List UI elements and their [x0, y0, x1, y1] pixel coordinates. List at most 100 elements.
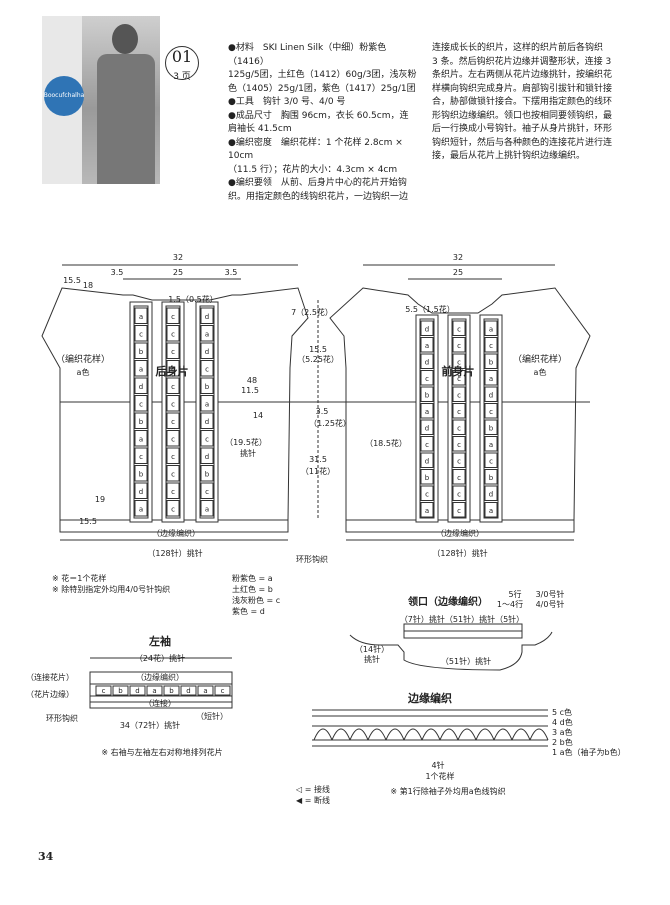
motif-cell: [420, 370, 434, 386]
neck-3-0: 3/0号针: [536, 589, 565, 599]
sleeve-cell: [180, 685, 197, 696]
motif-cell: [484, 337, 498, 353]
back-panel-outline: [41, 287, 309, 521]
back-hem-stitches: （128针）挑针: [147, 548, 202, 558]
motif-letter: a: [489, 375, 493, 383]
neck-right-1-4: 1～4行: [497, 599, 523, 609]
motif-cell: [166, 447, 180, 464]
motif-cell: [200, 342, 214, 359]
motif-cell: [200, 307, 214, 324]
motif-cell: [200, 447, 214, 464]
motif-cell: [452, 485, 466, 501]
edging-arc: [493, 728, 513, 741]
sleeve-connect-mid: （连接）: [144, 698, 176, 708]
motif-letter: c: [171, 365, 175, 373]
spec-line: ●工具 钩针 3/0 号、4/0 号: [228, 97, 346, 107]
spec-line: （11.5 行）；花片的大小：4.3cm × 4cm: [228, 164, 398, 175]
motif-letter: b: [489, 358, 494, 366]
spec-line: 条织片。左右两侧从花片边缘挑针，按编织花: [432, 70, 613, 80]
edging-arc: [313, 728, 333, 741]
spec-line: 125g/5团，土红色（1412）60g/3团，浅灰粉: [228, 70, 417, 80]
neck-left-14: （14针）: [355, 644, 389, 654]
motif-cell: [420, 337, 434, 353]
motif-letter: b: [139, 348, 144, 356]
motif-letter: c: [171, 453, 175, 461]
symbol-join: ◁ = 接线: [296, 785, 330, 794]
motif-cell: [420, 386, 434, 402]
motif-letter: c: [457, 424, 461, 432]
note: ※ 除特别指定外均用4/0号针钩织: [52, 585, 171, 594]
motif-cell: [200, 465, 214, 482]
spec-line: 形钩织边缘编织。领口也按相同要领钩织，最: [432, 110, 613, 121]
pattern-number-circle: [165, 46, 199, 80]
motif-cell: [166, 465, 180, 482]
motif-letter: c: [457, 457, 461, 465]
edging-row-1: 1 a色（袖子为b色）: [552, 747, 626, 757]
motif-letter: c: [457, 391, 461, 399]
motif-cell: [166, 430, 180, 447]
edging-chart: [312, 709, 548, 747]
edging-row-3: 3 a色: [552, 727, 573, 737]
motif-cell: [420, 320, 434, 336]
motif-cell: [420, 452, 434, 468]
neck-bottom: （51针）挑针: [441, 656, 491, 666]
motif-cell: [420, 485, 434, 501]
sleeve-ring: 环形钩织: [46, 713, 78, 723]
front-pattern-label: （编织花样）: [513, 353, 567, 365]
color-code: = c: [266, 596, 281, 605]
motif-cell: [452, 469, 466, 485]
motif-letter: c: [489, 457, 493, 465]
motif-cell: [452, 386, 466, 402]
motif-letter: c: [425, 441, 429, 449]
motif-cell: [134, 412, 148, 429]
motif-letter: c: [457, 490, 461, 498]
motif-cell: [452, 436, 466, 452]
color-legend: 粉紫色 = a 土红色 = b 浅灰粉色 = c 紫色 = d: [232, 573, 280, 617]
motif-cell: [200, 377, 214, 394]
front-neck-width: 5.5（1.5花）: [405, 304, 454, 314]
model-sweater: [97, 54, 155, 184]
back-panel-title: 后身片: [156, 364, 189, 378]
motif-letter: c: [171, 505, 175, 513]
front-panel-outline: [329, 287, 591, 521]
motif-cell: [484, 370, 498, 386]
motif-letter: d: [205, 418, 209, 426]
sleeve-cell: [95, 685, 112, 696]
motif-letter: c: [457, 325, 461, 333]
motif-letter: c: [171, 313, 175, 321]
motif-letter: a: [425, 342, 429, 350]
color-code: = d: [250, 607, 265, 616]
motif-cell: [484, 436, 498, 452]
edging-arc: [439, 728, 459, 741]
motif-cell: [484, 502, 498, 518]
sleeve-stitches-top: （24花）挑针: [135, 653, 185, 663]
motif-cell: [452, 353, 466, 369]
motif-cell: [134, 307, 148, 324]
motif-cell: [484, 320, 498, 336]
motif-cell: [166, 395, 180, 412]
model-photo: Boocufchalha: [42, 16, 160, 184]
motif-letter: c: [205, 488, 209, 496]
color-name: 浅灰粉色: [232, 596, 264, 605]
motif-cell: [134, 360, 148, 377]
motif-letter: b: [205, 470, 210, 478]
motif-letter: b: [139, 470, 144, 478]
edging-arc: [367, 728, 387, 741]
symbol-cut: ◀ = 断线: [296, 796, 330, 805]
motif-letter: c: [139, 330, 143, 338]
motif-cell: [166, 325, 180, 342]
neck-title: 领口（边缘编织）: [408, 595, 488, 608]
sleeve-bottom: 34（72针）挑针: [120, 720, 180, 730]
motif-letter: a: [425, 507, 429, 515]
edging-arc: [457, 728, 477, 741]
motif-letter: d: [205, 348, 209, 356]
spec-line: 合，胁部做锁针接合。下摆用指定颜色的线环: [432, 97, 613, 107]
sleeve-cell-letter: d: [135, 687, 139, 695]
motif-letter: c: [171, 400, 175, 408]
motif-letter: d: [139, 488, 143, 496]
motif-cell: [134, 482, 148, 499]
color-name: 紫色: [232, 607, 248, 616]
page-number: 34: [38, 850, 54, 863]
motif-cell: [166, 342, 180, 359]
legend-notes: ※ 花＝1个花样 ※ 除特别指定外均用4/0号针钩织: [52, 573, 170, 595]
